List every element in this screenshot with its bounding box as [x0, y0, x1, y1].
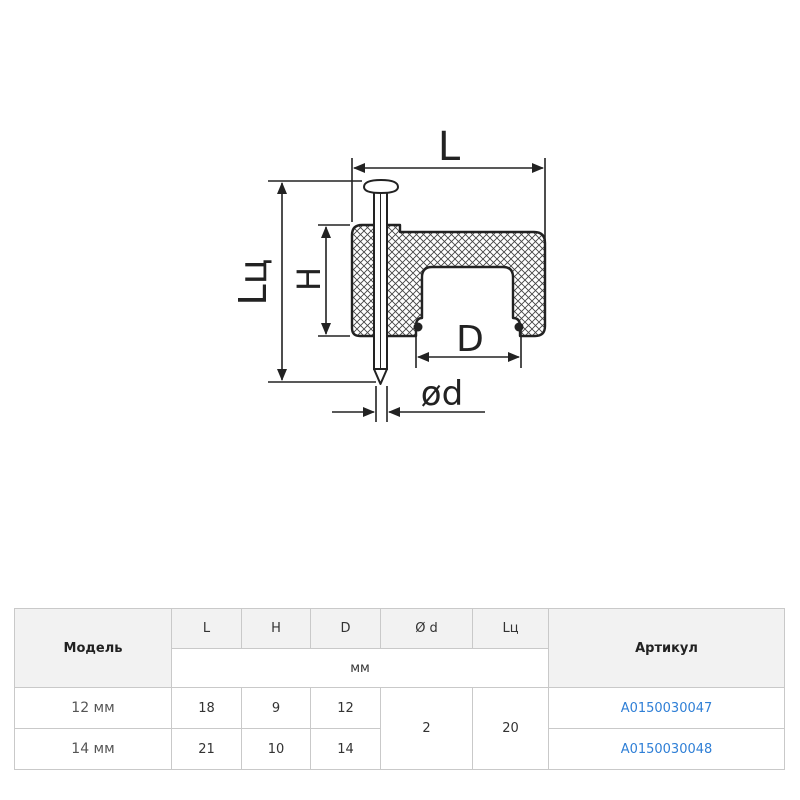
label-nail-diameter: ød [421, 374, 463, 414]
header-d: D [310, 608, 381, 649]
header-model: Модель [14, 608, 172, 688]
nail [362, 178, 400, 385]
label-cable-diameter: D [456, 319, 484, 360]
cell-article: A0150030048 [548, 728, 785, 770]
spec-table: Модель L H D Ø d Lц Артикул мм 12 мм 18 … [14, 608, 785, 770]
dimension-height: H [290, 224, 350, 337]
header-l: L [171, 608, 242, 649]
cell-d: 12 [310, 687, 381, 729]
label-height: H [290, 267, 328, 291]
header-nail-d: Ø d [380, 608, 473, 649]
cell-h: 9 [241, 687, 311, 729]
cell-l: 21 [171, 728, 242, 770]
cell-model: 14 мм [14, 728, 172, 770]
cell-article: A0150030047 [548, 687, 785, 729]
dimension-nail-diameter: ød [332, 374, 485, 422]
clip-dimension-drawing: L Lц H D ød [231, 124, 547, 422]
dimension-cable-diameter: D [415, 319, 522, 368]
cell-nail-d: 2 [380, 687, 473, 770]
label-length: L [438, 124, 461, 170]
article-link[interactable]: A0150030047 [620, 700, 713, 716]
cell-h: 10 [241, 728, 311, 770]
table-row: 14 мм 21 10 14 A0150030048 [14, 728, 785, 770]
cell-d: 14 [310, 728, 381, 770]
article-link[interactable]: A0150030048 [620, 741, 713, 757]
header-unit: мм [171, 648, 549, 688]
label-total-length: Lц [231, 258, 275, 305]
dimension-total-length: Lц [231, 180, 376, 383]
header-h: H [241, 608, 311, 649]
cell-l: 18 [171, 687, 242, 729]
cell-total-length: 20 [472, 687, 549, 770]
dimension-length: L [351, 124, 546, 243]
cell-model: 12 мм [14, 687, 172, 729]
table-row: 12 мм 18 9 12 2 20 A0150030047 [14, 687, 785, 770]
clip-body [350, 223, 547, 338]
header-total-length: Lц [472, 608, 549, 649]
header-article: Артикул [548, 608, 785, 688]
